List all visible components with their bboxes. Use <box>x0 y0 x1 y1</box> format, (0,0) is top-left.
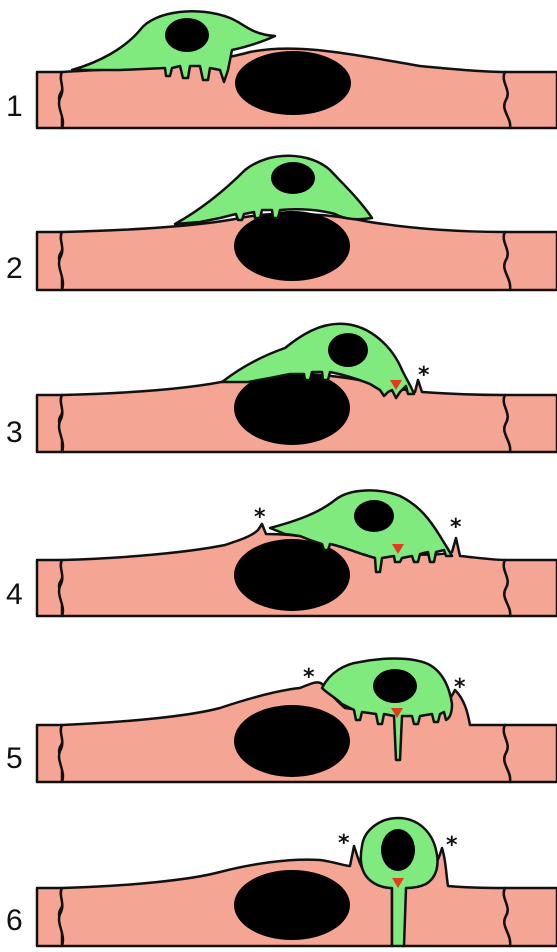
stage-4: * * 4 <box>6 490 557 616</box>
stage-label: 2 <box>6 252 23 285</box>
stage-label: 1 <box>6 90 23 123</box>
stage-label: 4 <box>6 578 23 611</box>
asterisk-marker: * <box>418 363 430 388</box>
asterisk-marker: * <box>338 831 350 856</box>
leukocyte-nucleus <box>165 18 209 52</box>
asterisk-marker: * <box>454 675 466 700</box>
stage-2: 2 <box>6 156 557 290</box>
endothelial-nucleus <box>234 539 350 611</box>
leukocyte-nucleus <box>328 333 368 367</box>
leukocyte-nucleus <box>381 829 415 871</box>
endothelial-nucleus <box>234 870 350 940</box>
endothelial-nucleus <box>234 211 350 281</box>
asterisk-marker: * <box>446 833 458 858</box>
stage-3: * 3 <box>6 324 557 452</box>
stage-5: * * 5 <box>6 659 557 783</box>
asterisk-marker: * <box>303 665 315 690</box>
stage-6: * * 6 <box>6 818 557 946</box>
asterisk-marker: * <box>254 505 266 530</box>
leukocyte <box>175 156 372 224</box>
leukocyte-nucleus <box>354 500 394 532</box>
leukocyte-nucleus <box>373 669 417 703</box>
asterisk-marker: * <box>450 515 462 540</box>
stage-label: 3 <box>6 416 23 449</box>
stage-label: 5 <box>6 742 23 775</box>
leukocyte-nucleus <box>271 162 315 194</box>
endothelium-right-neighbor <box>504 72 557 128</box>
stage-1: 1 <box>6 11 557 128</box>
endothelial-nucleus <box>234 705 350 777</box>
stage-label: 6 <box>6 904 23 937</box>
endothelial-nucleus <box>235 51 351 115</box>
